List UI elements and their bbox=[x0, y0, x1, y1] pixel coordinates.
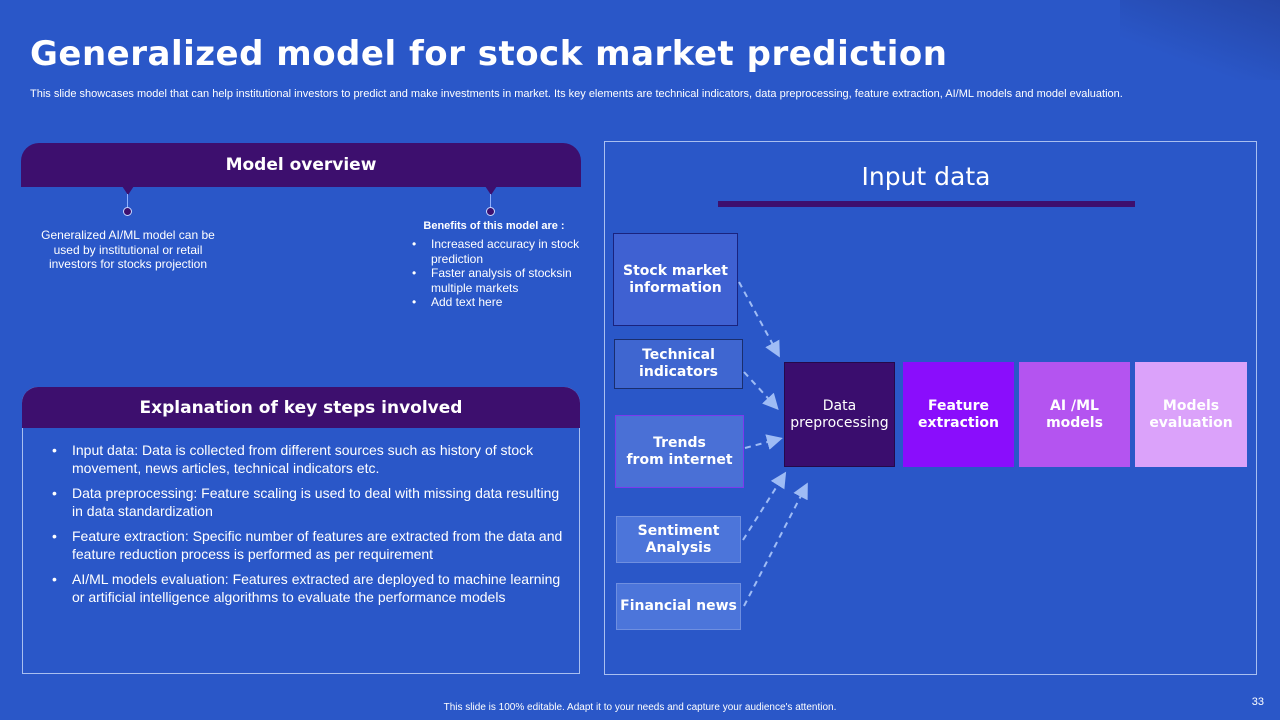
model-overview-title: Model overview bbox=[225, 155, 377, 175]
explanation-header: Explanation of key steps involved bbox=[22, 387, 580, 428]
explanation-list: Input data: Data is collected from diffe… bbox=[50, 442, 570, 614]
source-sentiment-analysis: Sentiment Analysis bbox=[616, 516, 741, 563]
overview-description: Generalized AI/ML model can be used by i… bbox=[41, 228, 215, 271]
step-ai-ml-models: AI /ML models bbox=[1019, 362, 1130, 467]
explanation-item: Data preprocessing: Feature scaling is u… bbox=[50, 485, 570, 520]
benefit-item: Faster analysis of stocksin multiple mar… bbox=[410, 266, 582, 295]
model-overview-header: Model overview bbox=[21, 143, 581, 187]
input-data-underline bbox=[718, 201, 1135, 207]
pointer-left bbox=[122, 186, 134, 195]
explanation-title: Explanation of key steps involved bbox=[139, 397, 463, 418]
dot-left bbox=[123, 207, 132, 216]
dot-right bbox=[486, 207, 495, 216]
step-data-preprocessing: Data preprocessing bbox=[784, 362, 895, 467]
input-data-title: Input data bbox=[861, 162, 991, 191]
benefits-list: Increased accuracy in stock prediction F… bbox=[410, 237, 582, 310]
benefit-item: Add text here bbox=[410, 295, 582, 310]
source-stock-market-info: Stock market information bbox=[613, 233, 738, 326]
pointer-right bbox=[485, 186, 497, 195]
slide-subtitle: This slide showcases model that can help… bbox=[30, 88, 1123, 100]
explanation-item: AI/ML models evaluation: Features extrac… bbox=[50, 571, 570, 606]
connector-right bbox=[490, 194, 491, 208]
step-feature-extraction: Feature extraction bbox=[903, 362, 1014, 467]
explanation-item: Feature extraction: Specific number of f… bbox=[50, 528, 570, 563]
benefit-item: Increased accuracy in stock prediction bbox=[410, 237, 582, 266]
source-trends-from-internet: Trends from internet bbox=[615, 415, 744, 488]
source-financial-news: Financial news bbox=[616, 583, 741, 630]
step-models-evaluation: Models evaluation bbox=[1135, 362, 1247, 467]
explanation-item: Input data: Data is collected from diffe… bbox=[50, 442, 570, 477]
slide-title: Generalized model for stock market predi… bbox=[30, 34, 948, 74]
page-number: 33 bbox=[1251, 696, 1264, 708]
connector-left bbox=[127, 194, 128, 208]
diagram-panel bbox=[604, 141, 1257, 675]
corner-decoration bbox=[1120, 0, 1280, 80]
source-technical-indicators: Technical indicators bbox=[614, 339, 743, 389]
footer-note: This slide is 100% editable. Adapt it to… bbox=[443, 702, 837, 713]
benefits-title: Benefits of this model are : bbox=[423, 220, 565, 232]
